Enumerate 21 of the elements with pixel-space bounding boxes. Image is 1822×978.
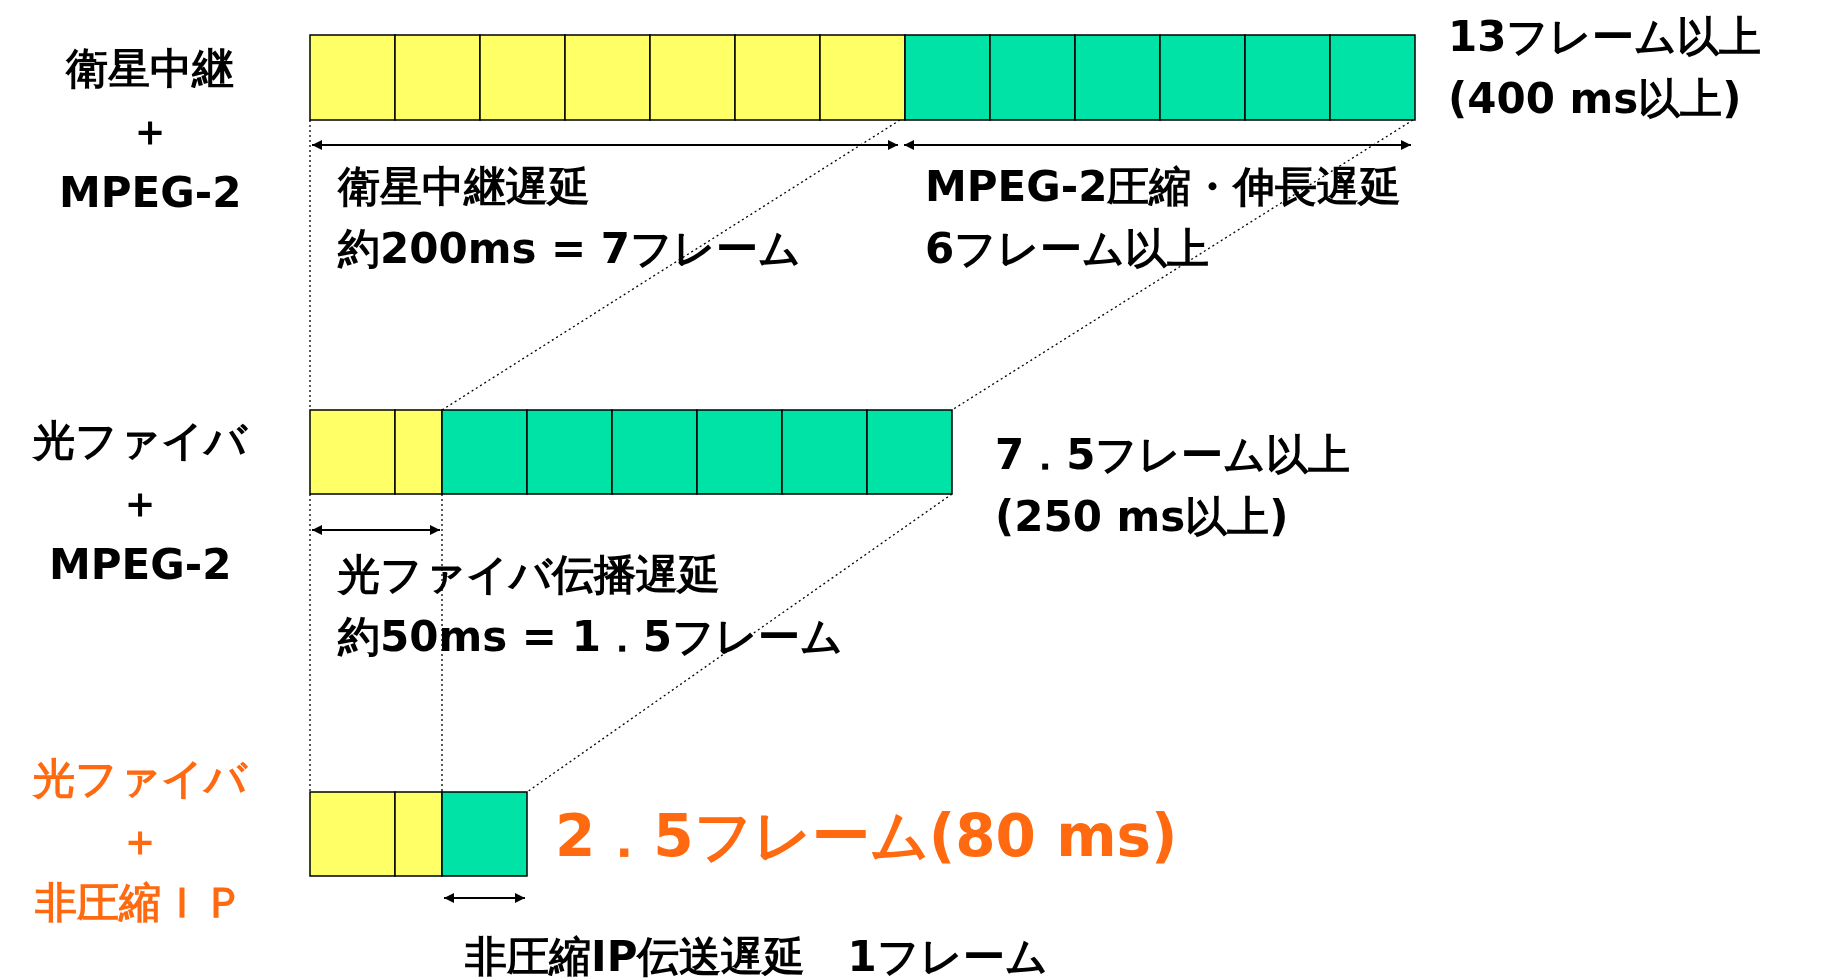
total-delay-label: (400 ms以上)	[1448, 73, 1742, 125]
plus-sign: ＋	[129, 105, 171, 157]
delay-description: 光ファイバ伝播遅延	[338, 549, 720, 601]
row-label: MPEG-2	[49, 539, 232, 591]
delay-value: 約200ms = 7フレーム	[338, 223, 802, 275]
row-label: 衛星中継	[66, 43, 234, 95]
delay-value: 6フレーム以上	[925, 223, 1210, 275]
total-delay-label: 2．5フレーム(80 ms)	[555, 801, 1178, 872]
row-label: 非圧縮ＩＰ	[35, 877, 245, 929]
delay-description: MPEG-2圧縮・伸長遅延	[925, 161, 1402, 213]
row-label: 光ファイバ	[33, 415, 247, 467]
total-delay-label: (250 ms以上)	[995, 491, 1289, 543]
plus-sign: ＋	[119, 477, 161, 529]
delay-description: 衛星中継遅延	[338, 161, 590, 213]
total-delay-label: 7．5フレーム以上	[995, 429, 1351, 481]
total-delay-label: 13フレーム以上	[1448, 11, 1762, 63]
row-label: MPEG-2	[59, 167, 242, 219]
plus-sign: ＋	[119, 815, 161, 867]
row-label: 光ファイバ	[33, 753, 247, 805]
delay-value: 約50ms = 1．5フレーム	[338, 611, 844, 663]
delay-description: 非圧縮IP伝送遅延 1フレーム	[465, 931, 1048, 978]
